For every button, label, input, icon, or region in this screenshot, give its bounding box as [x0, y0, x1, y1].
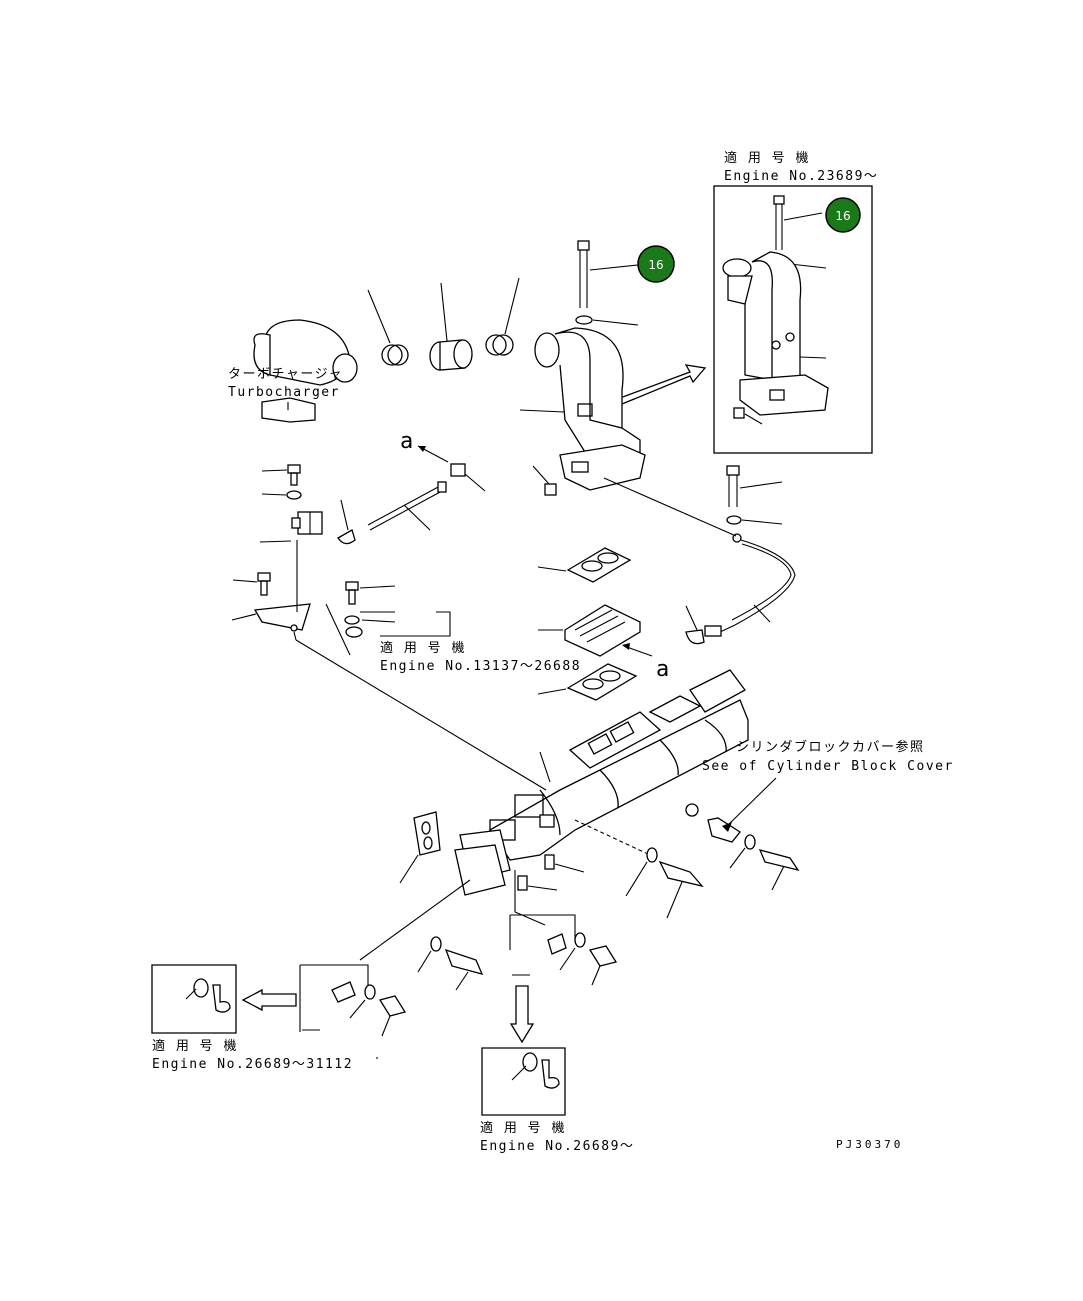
part-badge-16-inset [825, 197, 861, 233]
main-washer [575, 315, 593, 325]
part-badge-16-label: 16 [648, 258, 663, 272]
inset-bolt [773, 195, 823, 250]
sensor-cable [685, 533, 796, 645]
clamp-group-middle [417, 936, 484, 991]
washer-bolt-center [625, 847, 704, 919]
drawing-code: PJ30370 [836, 1138, 903, 1151]
inset-elbow-pipe [722, 251, 829, 416]
clamp-group-left [299, 879, 471, 1059]
exhaust-manifold [454, 669, 749, 896]
bolt-right [726, 465, 783, 525]
elbow-nut [544, 483, 557, 496]
inset-top-right: 適 用 号 機 Engine No.23689〜 [713, 150, 878, 454]
plug-1 [544, 854, 555, 870]
inset-top-right-frame [713, 185, 873, 454]
arrow-to-inset-left [241, 988, 297, 1012]
cyl-cover-jp-label: シリンダブロックカバー参照 [736, 739, 925, 755]
arrow-to-inset [619, 364, 707, 405]
elbow-fitting-small [337, 499, 356, 545]
inset-bottom-center [481, 1047, 566, 1116]
rubber-hose [429, 282, 473, 371]
turbocharger-en-label: Turbocharger [228, 385, 340, 400]
inset-bottom-left [151, 964, 237, 1034]
gasket-lower [537, 663, 638, 701]
arrow-to-inset-center [509, 985, 535, 1044]
cyl-cover-en-label: See of Cylinder Block Cover [702, 759, 954, 774]
mid-engine-label: Engine No.13137〜26688 [380, 659, 581, 674]
bolt-left-mid [232, 572, 271, 596]
sensor-body [259, 511, 323, 543]
part-badge-16-inset-label: 16 [835, 209, 850, 223]
washer-left [286, 490, 302, 500]
bracket-left [231, 540, 311, 632]
inset-nut [733, 407, 763, 425]
sensor-tube [367, 481, 447, 531]
gasket-upper [537, 547, 632, 583]
turbocharger [253, 319, 358, 423]
bolt-left-top [261, 464, 301, 486]
ref-a-label-mid: a [656, 657, 669, 682]
inset-bottom-left-engine-label: Engine No.26689〜31112 [152, 1057, 353, 1072]
inset-bottom-left-applicable-label: 適 用 号 機 [152, 1038, 238, 1054]
gasket-end [399, 811, 441, 884]
clamp-group-center [509, 870, 618, 986]
hose-clamp-right [485, 277, 520, 356]
mid-applicable-label: 適 用 号 機 [380, 640, 466, 656]
inset-top-right-engine-label: Engine No.23689〜 [724, 169, 878, 184]
turbocharger-jp-label: ターボチャージャ [228, 367, 343, 382]
inset-top-right-applicable-label: 適 用 号 機 [724, 150, 810, 166]
sensor-fitting [450, 463, 466, 477]
plug-2 [517, 875, 528, 891]
flange-plate [538, 604, 641, 657]
main-bolt [577, 240, 639, 308]
clamp-right [685, 777, 800, 891]
ref-a-label-top: a [400, 429, 413, 454]
hose-clamp-left [367, 289, 409, 366]
inset-bottom-center-engine-label: Engine No.26689〜 [480, 1139, 634, 1154]
exhaust-elbow [519, 327, 646, 491]
part-badge-16 [637, 245, 675, 283]
inset-bottom-center-applicable-label: 適 用 号 機 [480, 1120, 566, 1136]
clamp-set-mid [325, 581, 451, 656]
